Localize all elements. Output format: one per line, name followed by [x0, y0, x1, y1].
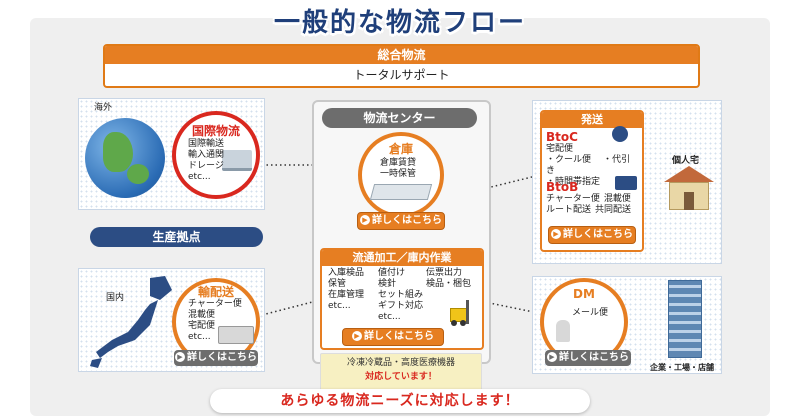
dm-details-button[interactable]: ▶詳しくはこちら	[545, 350, 631, 366]
warehouse-details-button[interactable]: ▶詳しくはこちら	[357, 212, 445, 230]
dm-item: メール便	[572, 308, 609, 318]
business-label: 企業・工場・店舗	[650, 363, 714, 372]
processing-details-button[interactable]: ▶詳しくはこちら	[342, 328, 444, 346]
connector-domestic-processing	[261, 299, 321, 316]
btob-label: BtoB	[546, 180, 579, 194]
processing-title: 流通加工／庫内作業	[322, 250, 482, 266]
shipping-title: 発送	[542, 112, 642, 128]
total-support-label: トータルサポート	[353, 68, 450, 82]
warehouse-item: 一時保管	[380, 169, 417, 179]
production-base-label: 生産拠点	[90, 227, 263, 247]
btoc-item-row: ・クール便・代引き	[546, 155, 638, 177]
arrow-right-icon: ▶	[352, 331, 362, 341]
note-line2: 対応しています！	[365, 372, 437, 382]
processing-col2: 値付け 検針 セット組み ギフト対応 etc...	[378, 268, 423, 323]
international-logistics-items: 国際輸送 輸入通関 ドレージ etc...	[188, 139, 224, 183]
delivery-button-label: 詳しくはこちら	[187, 352, 257, 363]
forklift-icon	[446, 300, 474, 326]
processing-item: etc...	[378, 312, 401, 322]
connector-processing-dm	[474, 299, 549, 316]
dm-button-label: 詳しくはこちら	[559, 352, 629, 363]
intl-item: 輸入通関	[188, 150, 225, 160]
processing-col1: 入庫検品 保管 在庫管理 etc...	[328, 268, 364, 312]
btob-item-row: ルート配送共同配送	[546, 205, 642, 216]
arrow-right-icon: ▶	[175, 352, 185, 362]
btoc-items: 宅配便 ・クール便・代引き ・時間帯指定	[546, 144, 638, 188]
delivery-item: チャーター便	[188, 299, 242, 309]
processing-item: 検針	[378, 279, 397, 289]
total-logistics-bar: 総合物流 トータルサポート	[103, 44, 700, 88]
btoc-item: ・時間帯指定	[546, 177, 601, 187]
house-icon	[664, 166, 714, 210]
office-building-icon	[668, 280, 702, 358]
delivery-details-button[interactable]: ▶詳しくはこちら	[174, 350, 258, 366]
processing-item: セット組み	[378, 290, 424, 300]
dm-items: メール便	[572, 308, 608, 319]
btob-items: チャーター便混載便 ルート配送共同配送	[546, 194, 642, 216]
ship-illustration-icon	[222, 150, 252, 171]
processing-item: ギフト対応	[378, 301, 424, 311]
warehouse-items: 倉庫賃貸 一時保管	[380, 158, 416, 180]
btob-item: 共同配送	[595, 205, 632, 215]
shipping-button-label: 詳しくはこちら	[563, 229, 633, 240]
warehouse-building-icon	[369, 184, 433, 200]
arrow-right-icon: ▶	[551, 229, 561, 239]
processing-item: 値付け	[378, 268, 406, 278]
dm-title: DM	[573, 287, 595, 301]
total-logistics-header: 総合物流	[105, 46, 698, 64]
btob-item: チャーター便	[546, 194, 600, 204]
footer-banner: あらゆる物流ニーズに対応します！	[210, 389, 590, 413]
warehouse-circle	[358, 132, 444, 218]
btoc-item: ・クール便	[546, 155, 592, 165]
processing-item: 在庫管理	[328, 290, 365, 300]
courier-icon	[612, 126, 628, 142]
arrow-right-icon: ▶	[547, 352, 557, 362]
intl-item: 国際輸送	[188, 139, 225, 149]
processing-item: 保管	[328, 279, 347, 289]
cold-medical-note: 冷凍冷蔵品・高度医療機器 対応しています！	[320, 353, 482, 391]
btoc-item: ・代引き	[546, 155, 631, 176]
intl-item: etc...	[188, 172, 211, 182]
btob-item: ルート配送	[546, 205, 592, 215]
intl-item: ドレージ	[188, 161, 224, 171]
residence-label: 個人宅	[672, 156, 700, 166]
delivery-title: 輸配送	[197, 285, 234, 299]
warehouse-button-label: 詳しくはこちら	[372, 215, 442, 226]
overseas-label: 海外	[94, 103, 113, 113]
warehouse-title: 倉庫	[388, 142, 413, 156]
connector-center-shipping	[486, 174, 541, 189]
delivery-item: etc...	[188, 332, 211, 342]
processing-item: 入庫検品	[328, 268, 365, 278]
domestic-label: 国内	[106, 293, 125, 303]
delivery-items: チャーター便 混載便 宅配便 etc...	[188, 299, 242, 343]
processing-button-label: 詳しくはこちら	[364, 331, 434, 342]
delivery-truck-icon	[615, 176, 637, 190]
note-line1: 冷凍冷蔵品・高度医療機器	[346, 358, 455, 368]
processing-item: 伝票出力	[426, 268, 463, 278]
arrow-right-icon: ▶	[360, 215, 370, 225]
btob-item-row: チャーター便混載便	[546, 194, 642, 205]
delivery-item: 混載便	[188, 310, 216, 320]
processing-col3: 伝票出力 検品・梱包	[426, 268, 471, 290]
shipping-details-button[interactable]: ▶詳しくはこちら	[548, 226, 636, 244]
processing-item: 検品・梱包	[426, 279, 472, 289]
international-logistics-title: 国際物流	[191, 124, 240, 138]
logistics-center-label: 物流センター	[322, 108, 477, 128]
processing-item: etc...	[328, 301, 351, 311]
page-title: 一般的な物流フロー	[273, 8, 526, 38]
warehouse-item: 倉庫賃貸	[380, 158, 417, 168]
btob-item: 混載便	[603, 194, 631, 204]
delivery-item: 宅配便	[188, 321, 216, 331]
globe-icon	[85, 118, 165, 198]
mail-person-icon	[556, 320, 570, 342]
truck-illustration-icon	[218, 326, 254, 344]
btoc-item: 宅配便	[546, 144, 574, 154]
btoc-label: BtoC	[546, 130, 578, 144]
